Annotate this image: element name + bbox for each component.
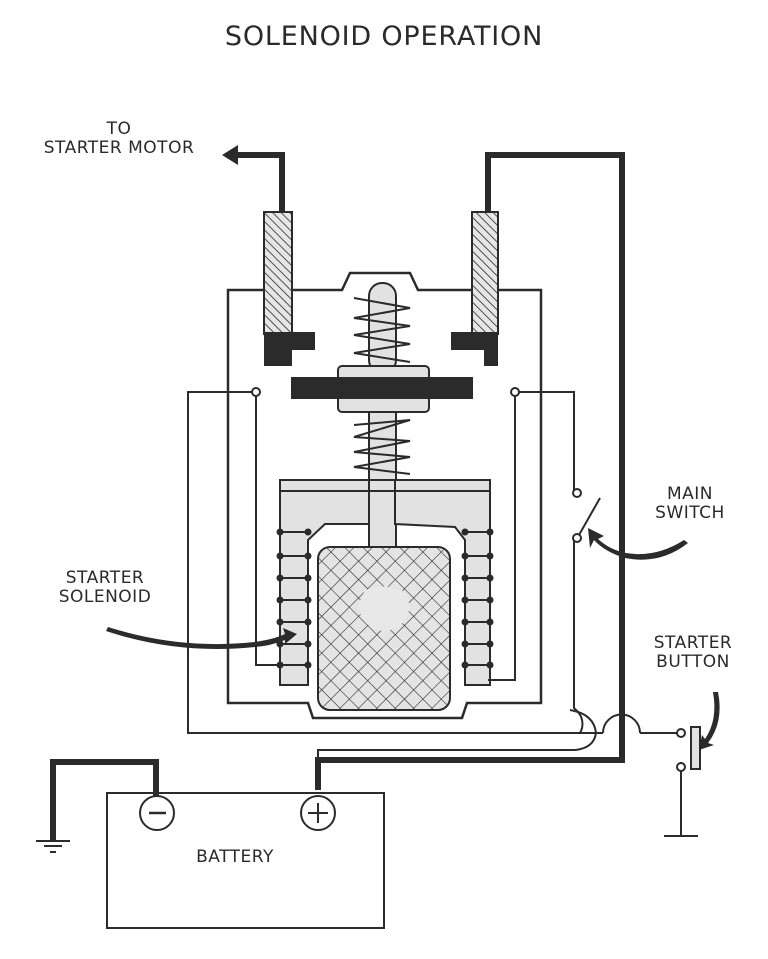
diagram-title: SOLENOID OPERATION bbox=[224, 21, 544, 52]
coil-winding-dot bbox=[276, 574, 284, 582]
label-starter-button: STARTER BUTTON bbox=[653, 633, 733, 673]
control-wiring bbox=[187, 391, 678, 760]
label-to-starter-motor: TO STARTER MOTOR bbox=[43, 119, 195, 159]
coil-winding-dot bbox=[461, 640, 469, 648]
arrow-to-starter-motor-icon bbox=[222, 145, 238, 165]
right-contact-terminal bbox=[471, 211, 499, 335]
core-highlight bbox=[358, 586, 410, 631]
right-coil-terminal bbox=[510, 387, 520, 397]
main-switch[interactable] bbox=[572, 488, 601, 543]
coil-winding-dot bbox=[304, 661, 312, 669]
coil-winding-dot bbox=[486, 528, 494, 536]
coil-winding-dot bbox=[486, 552, 494, 560]
solenoid-housing bbox=[226, 271, 543, 720]
coil-winding-dot bbox=[304, 574, 312, 582]
coil-winding-dot bbox=[461, 596, 469, 604]
left-contact-shoe bbox=[264, 332, 315, 366]
lower-spring bbox=[353, 419, 411, 475]
starter-solenoid-arrow-icon bbox=[106, 627, 297, 649]
coil-winding-dot bbox=[276, 528, 284, 536]
coil-winding-dot bbox=[486, 574, 494, 582]
coil-winding-dot bbox=[461, 574, 469, 582]
upper-spring bbox=[353, 297, 411, 363]
starter-button-arrow-icon bbox=[699, 692, 720, 750]
label-starter-solenoid: STARTER SOLENOID bbox=[58, 568, 152, 608]
starter-motor-lead bbox=[236, 152, 285, 212]
battery-case bbox=[106, 792, 385, 929]
coil-winding-dot bbox=[276, 596, 284, 604]
left-contact-terminal bbox=[263, 211, 293, 335]
positive-terminal bbox=[300, 795, 336, 831]
left-coil-terminal bbox=[251, 387, 261, 397]
callout-arrows bbox=[106, 528, 720, 750]
coil-winding-dot bbox=[304, 640, 312, 648]
ground-cable bbox=[50, 759, 159, 840]
coil-winding-dot bbox=[304, 552, 312, 560]
coil-winding-dot bbox=[276, 552, 284, 560]
coil-winding-dot bbox=[461, 552, 469, 560]
coil-winding-dot bbox=[461, 618, 469, 626]
coil-winding-dot bbox=[304, 618, 312, 626]
right-contact-shoe bbox=[451, 332, 498, 366]
label-main-switch: MAIN SWITCH bbox=[655, 484, 725, 524]
ground-icon bbox=[36, 840, 70, 853]
coil-winding-dot bbox=[486, 640, 494, 648]
main-switch-arrow-icon bbox=[588, 528, 688, 560]
coil-winding-dot bbox=[304, 528, 312, 536]
coil-winding-dot bbox=[486, 596, 494, 604]
battery-positive-cable bbox=[315, 152, 625, 790]
coil-winding-dot bbox=[486, 618, 494, 626]
coil-winding-dot bbox=[461, 661, 469, 669]
coil-winding-dot bbox=[304, 596, 312, 604]
label-battery: BATTERY bbox=[196, 847, 274, 867]
negative-terminal bbox=[139, 795, 175, 831]
contact-disc bbox=[291, 377, 473, 399]
starter-button[interactable] bbox=[664, 726, 701, 837]
coil-winding-dot bbox=[461, 528, 469, 536]
coil-winding-dot bbox=[276, 618, 284, 626]
coil-winding-dot bbox=[486, 661, 494, 669]
